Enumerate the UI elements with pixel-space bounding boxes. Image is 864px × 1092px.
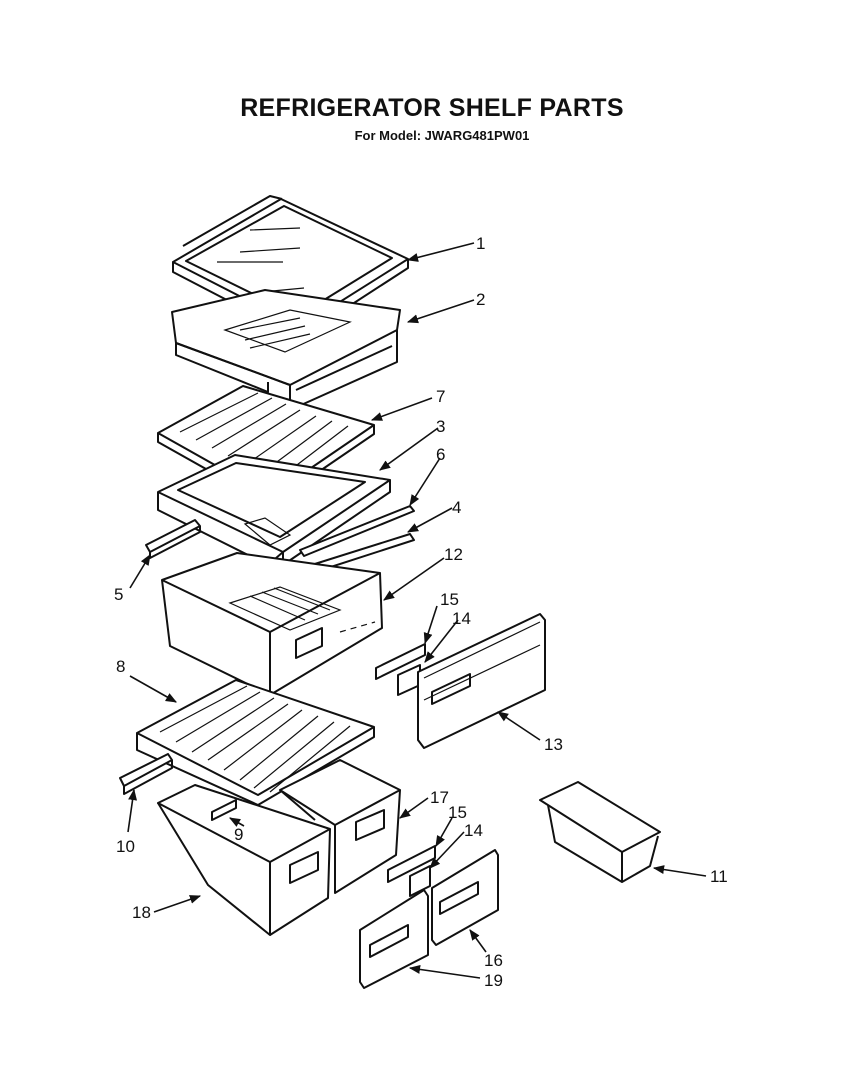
callout-3: 3 bbox=[436, 417, 445, 436]
callout-9: 9 bbox=[234, 825, 243, 844]
part-13-drawer-front bbox=[417, 613, 546, 749]
callout-12: 12 bbox=[444, 545, 463, 564]
part-16-drawer-front bbox=[431, 849, 499, 946]
callout-18: 18 bbox=[132, 903, 151, 922]
callout-6: 6 bbox=[436, 445, 445, 464]
callout-10: 10 bbox=[116, 837, 135, 856]
callout-labels: 1 2 7 3 6 4 5 12 15 14 13 8 10 9 17 15 1… bbox=[114, 234, 728, 990]
callout-1: 1 bbox=[476, 234, 485, 253]
part-2-shelf-frame bbox=[171, 289, 401, 411]
model-subtitle: For Model: JWARG481PW01 bbox=[354, 128, 530, 143]
part-18-crisper-drawer bbox=[157, 784, 331, 936]
callout-19: 19 bbox=[484, 971, 503, 990]
callout-14-upper: 14 bbox=[452, 609, 471, 628]
callout-8: 8 bbox=[116, 657, 125, 676]
callout-16: 16 bbox=[484, 951, 503, 970]
part-10-shelf-rail bbox=[119, 753, 173, 795]
page-title: REFRIGERATOR SHELF PARTS bbox=[240, 94, 624, 122]
callout-13: 13 bbox=[544, 735, 563, 754]
part-14-drawer-bracket bbox=[397, 664, 421, 696]
callout-11: 11 bbox=[710, 867, 728, 886]
callout-2: 2 bbox=[476, 290, 485, 309]
part-9-shelf-clip bbox=[211, 799, 237, 821]
part-19-drawer-front bbox=[359, 889, 429, 989]
callout-17: 17 bbox=[430, 788, 449, 807]
part-6-shelf-rail bbox=[299, 505, 415, 557]
part-11-door-bin bbox=[539, 781, 661, 883]
callout-15-lower: 15 bbox=[448, 803, 467, 822]
callout-5: 5 bbox=[114, 585, 123, 604]
part-12-crisper-drawer bbox=[161, 552, 383, 696]
callout-15-upper: 15 bbox=[440, 590, 459, 609]
callout-7: 7 bbox=[436, 387, 445, 406]
callout-4: 4 bbox=[452, 498, 461, 517]
callout-14-lower: 14 bbox=[464, 821, 483, 840]
part-3-shelf-frame bbox=[157, 454, 391, 566]
leader-lines bbox=[127, 242, 707, 979]
part-5-shelf-rail bbox=[145, 519, 201, 559]
part-14-drawer-bracket-lower bbox=[409, 865, 431, 897]
part-17-crisper-drawer bbox=[279, 759, 401, 894]
